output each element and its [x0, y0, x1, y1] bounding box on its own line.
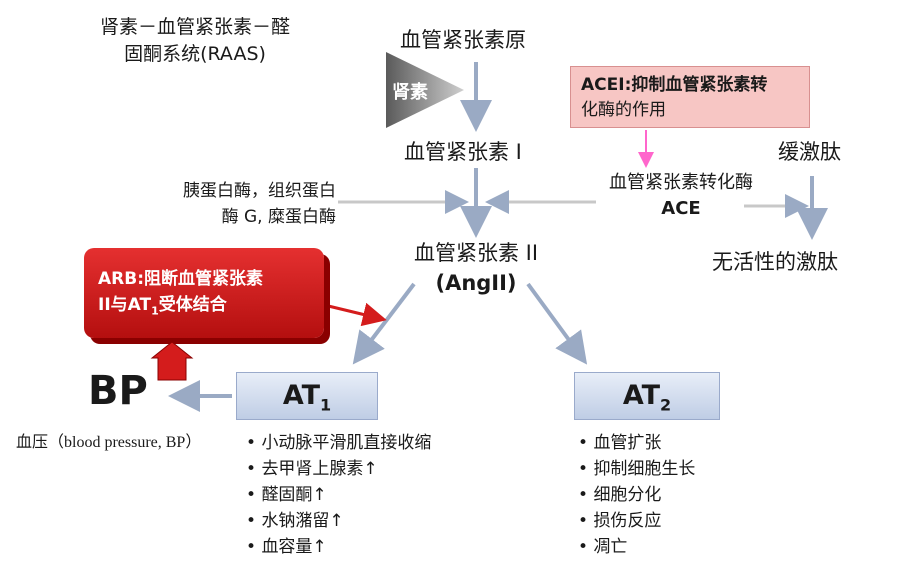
inactive-kinin-label: 无活性的激肽: [712, 250, 838, 274]
acei-box: ACEI:抑制血管紧张素转 化酶的作用: [570, 66, 810, 128]
arb-line-1: ARB:阻断血管紧张素: [98, 269, 264, 289]
arrow-ang2-to-at1: [352, 282, 416, 365]
list-item: 血管扩张: [578, 430, 695, 456]
arb-box: ARB:阻断血管紧张素 II与AT1受体结合: [84, 248, 324, 338]
list-item: 水钠潴留↑: [246, 508, 431, 534]
title-line-2: 固酮系统(RAAS): [124, 43, 266, 65]
at2-box: AT2: [574, 372, 720, 420]
list-item: 抑制细胞生长: [578, 456, 695, 482]
ace-line-1: 血管紧张素转化酶: [609, 172, 753, 193]
at1-main: AT: [282, 380, 321, 411]
at2-main: AT: [622, 380, 661, 411]
at2-effects-list: 血管扩张 抑制细胞生长 细胞分化 损伤反应 凋亡: [578, 430, 695, 560]
arb-line-2b: 受体结合: [158, 295, 227, 315]
chymase-line-2: 酶 G, 糜蛋白酶: [221, 207, 336, 227]
list-item: 细胞分化: [578, 482, 695, 508]
list-item: 损伤反应: [578, 508, 695, 534]
arrow-ang2-to-at2: [526, 282, 588, 365]
list-item: 血容量↑: [246, 534, 431, 560]
list-item: 去甲肾上腺素↑: [246, 456, 431, 482]
renin-triangle: [386, 52, 464, 128]
angiotensinogen-label: 血管紧张素原: [400, 28, 526, 52]
house-icon: [150, 341, 194, 381]
list-item: 醛固酮↑: [246, 482, 431, 508]
at1-effects-list: 小动脉平滑肌直接收缩 去甲肾上腺素↑ 醛固酮↑ 水钠潴留↑ 血容量↑: [246, 430, 431, 560]
ang2-label: 血管紧张素 II (AngII): [400, 238, 552, 298]
list-item: 凋亡: [578, 534, 695, 560]
bp-caption: 血压（blood pressure, BP）: [16, 434, 202, 451]
arb-line-2a: II与AT: [98, 295, 152, 315]
ace-line-2: ACE: [661, 198, 701, 219]
ang1-label: 血管紧张素 I: [404, 140, 522, 164]
bradykinin-label: 缓激肽: [778, 140, 841, 164]
acei-line-1: ACEI:抑制血管紧张素转: [581, 75, 768, 95]
arb-line-2-sub: 1: [151, 304, 159, 318]
arb-line-2: II与AT1受体结合: [98, 292, 310, 324]
chymase-label: 胰蛋白酶，组织蛋白 酶 G, 糜蛋白酶: [148, 178, 336, 230]
bp-label: BP: [88, 368, 148, 414]
list-item: 小动脉平滑肌直接收缩: [246, 430, 431, 456]
ang2-line-1: 血管紧张素 II: [413, 241, 539, 265]
at2-sub: 2: [660, 395, 672, 415]
title-line-1: 肾素－血管紧张素－醛: [99, 16, 290, 38]
at1-sub: 1: [320, 395, 332, 415]
renin-label: 肾素: [392, 82, 428, 103]
arrow-arb-block: [319, 302, 387, 327]
acei-line-2: 化酶的作用: [581, 100, 666, 120]
at1-box: AT1: [236, 372, 378, 420]
ang2-line-2: (AngII): [435, 271, 517, 295]
diagram-title: 肾素－血管紧张素－醛 固酮系统(RAAS): [70, 14, 320, 68]
ace-label: 血管紧张素转化酶 ACE: [596, 170, 766, 222]
chymase-line-1: 胰蛋白酶，组织蛋白: [183, 181, 336, 201]
